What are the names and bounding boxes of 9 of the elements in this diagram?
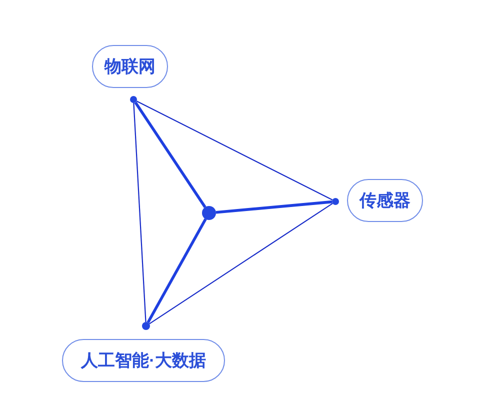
connector-line xyxy=(133,102,146,322)
topic-bubble: 传感器 xyxy=(347,179,423,222)
connector-line xyxy=(146,218,207,324)
topic-bubble: 人工智能·大数据 xyxy=(62,339,225,382)
connector-line xyxy=(134,102,206,208)
connector-line xyxy=(216,200,332,214)
connector-line xyxy=(136,100,333,200)
connector-line xyxy=(149,202,333,324)
topic-bubble: 物联网 xyxy=(92,45,168,88)
